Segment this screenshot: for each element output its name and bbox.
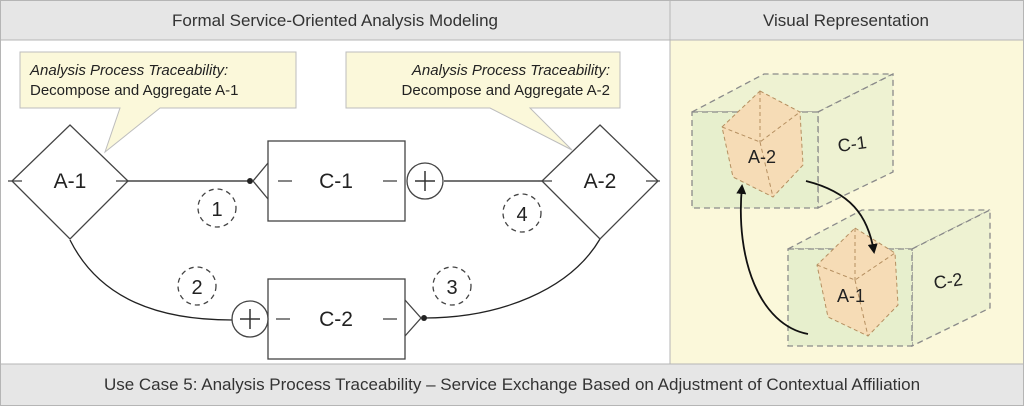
step-2-label: 2 — [191, 277, 202, 299]
callout-a1 — [19, 51, 297, 154]
visual-cube-a2 — [721, 90, 804, 198]
visual-box-c2-label: C-2 — [932, 269, 964, 293]
step-4-label: 4 — [516, 204, 527, 226]
link-c2-a2 — [423, 238, 601, 319]
link-a1-c1-dot — [247, 178, 253, 184]
step-2-circle — [177, 266, 217, 306]
visual-box-c1-label: C-1 — [836, 132, 868, 156]
callout-a2-heading: Analysis Process Traceability: — [411, 62, 610, 79]
left-panel-title: Formal Service-Oriented Analysis Modelin… — [172, 11, 498, 30]
node-a1-label: A-1 — [54, 170, 87, 193]
right-panel-title: Visual Representation — [763, 11, 929, 30]
link-c2-a2-dot — [421, 315, 427, 321]
link-a1-c2 — [69, 239, 233, 321]
step-4-circle — [502, 193, 542, 233]
footer-bar — [0, 364, 1024, 406]
node-a2-label: A-2 — [584, 170, 617, 193]
step-1-label: 1 — [211, 199, 222, 221]
node-a1-diamond — [11, 124, 129, 240]
step-1-circle — [197, 188, 237, 228]
callout-a2-text: Decompose and Aggregate A-2 — [402, 82, 610, 99]
callout-a1-heading: Analysis Process Traceability: — [29, 62, 228, 79]
node-c1-label: C-1 — [319, 170, 353, 193]
node-c2-output-chevron — [404, 299, 422, 337]
node-c2-box — [267, 278, 406, 360]
step-3-circle — [432, 266, 472, 306]
visual-cube-a1-label: A-1 — [837, 286, 865, 306]
header-bar — [0, 0, 1024, 40]
step-3-label: 3 — [446, 277, 457, 299]
node-c1-input-chevron — [252, 162, 269, 200]
visual-cube-a1 — [816, 227, 899, 337]
arrow-a1-to-c1 — [736, 184, 809, 335]
callout-a1-text: Decompose and Aggregate A-1 — [30, 82, 238, 99]
footer-caption: Use Case 5: Analysis Process Traceabilit… — [104, 375, 920, 394]
node-a2-diamond — [541, 124, 659, 240]
arrow-a2-to-c2 — [805, 180, 878, 254]
node-c2-label: C-2 — [319, 308, 353, 331]
callout-a2 — [345, 51, 621, 151]
visual-cube-a2-label: A-2 — [748, 147, 776, 167]
